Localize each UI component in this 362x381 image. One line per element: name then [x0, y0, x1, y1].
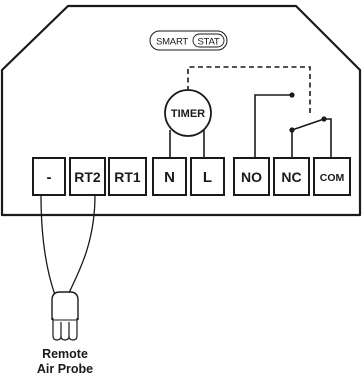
- terminal-rt1: RT1: [108, 157, 147, 196]
- probe-caption-line1: Remote: [42, 347, 88, 361]
- terminal-minus: -: [32, 157, 66, 196]
- terminal-nc-label: NC: [281, 169, 301, 185]
- terminal-rt2-label: RT2: [74, 169, 101, 185]
- probe-caption-line2: Air Probe: [37, 362, 93, 376]
- terminal-rt1-label: RT1: [114, 169, 141, 185]
- terminal-l: L: [190, 157, 225, 196]
- terminal-com: COM: [313, 157, 351, 196]
- timer-component: TIMER: [164, 89, 212, 137]
- terminal-block: - RT2 RT1 N L NO NC COM: [32, 157, 351, 196]
- terminal-com-label: COM: [320, 172, 345, 184]
- terminal-rt2: RT2: [69, 157, 106, 196]
- nc-contact-dot: [289, 127, 295, 133]
- probe-cable: [40, 194, 96, 296]
- terminal-no-label: NO: [241, 169, 262, 185]
- smartstat-logo: SMART STAT: [149, 30, 228, 51]
- terminal-n: N: [152, 157, 187, 196]
- internal-wiring: [169, 66, 332, 158]
- no-contact-dot: [289, 92, 295, 98]
- logo-text-stat: STAT: [197, 37, 219, 48]
- terminal-l-label: L: [203, 169, 212, 186]
- timer-label: TIMER: [171, 108, 205, 120]
- relay-contacts: [289, 92, 327, 133]
- terminal-n-label: N: [164, 169, 175, 186]
- terminal-nc: NC: [273, 157, 310, 196]
- air-probe-icon: [51, 291, 79, 341]
- logo-text-smart: SMART: [156, 37, 188, 48]
- com-pivot-dot: [321, 116, 327, 122]
- terminal-no: NO: [233, 157, 270, 196]
- terminal-minus-label: -: [47, 169, 52, 186]
